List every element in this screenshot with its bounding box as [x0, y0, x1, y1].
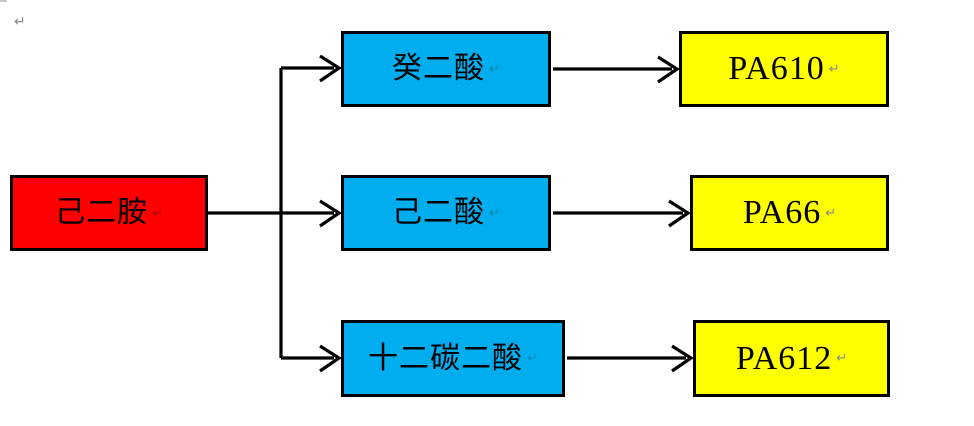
arrowhead-intermediate-2: [319, 199, 342, 228]
pilcrow-mark: ↵: [527, 351, 538, 366]
pilcrow-mark: ↵: [489, 61, 500, 77]
node-intermediate-sebacic-acid[interactable]: 癸二酸↵: [341, 31, 551, 107]
pilcrow-mark: ↵: [836, 351, 848, 366]
node-product-pa612[interactable]: PA612↵: [693, 320, 890, 397]
node-intermediate-1-label: 癸二酸: [392, 51, 486, 86]
node-source-label: 己二胺: [55, 195, 149, 230]
corner-tick-mark: [0, 0, 7, 2]
node-intermediate-3-label: 十二碳二酸: [368, 340, 524, 376]
arrowhead-product-2: [668, 199, 691, 228]
node-product-1-label: PA610: [728, 50, 825, 87]
pilcrow-mark: ↵: [489, 205, 500, 221]
node-intermediate-dodecanedioic-acid[interactable]: 十二碳二酸↵: [341, 320, 565, 397]
node-product-3-label: PA612: [735, 339, 833, 377]
pilcrow-mark: ↵: [152, 205, 163, 221]
node-product-pa610[interactable]: PA610↵: [679, 31, 889, 107]
arrowhead-product-3: [671, 344, 694, 373]
arrowhead-product-1: [657, 55, 680, 84]
node-intermediate-2-label: 己二酸: [392, 195, 486, 230]
arrowhead-intermediate-3: [319, 344, 342, 373]
node-source-hexamethylenediamine[interactable]: 己二胺↵: [10, 175, 208, 251]
node-intermediate-adipic-acid[interactable]: 己二酸↵: [341, 175, 551, 251]
stray-pilcrow-mark: ↵: [14, 14, 26, 30]
node-product-2-label: PA66: [742, 194, 822, 231]
arrowhead-intermediate-1: [319, 54, 342, 83]
node-product-pa66[interactable]: PA66↵: [690, 175, 889, 251]
pilcrow-mark: ↵: [825, 205, 837, 221]
pilcrow-mark: ↵: [828, 61, 840, 77]
